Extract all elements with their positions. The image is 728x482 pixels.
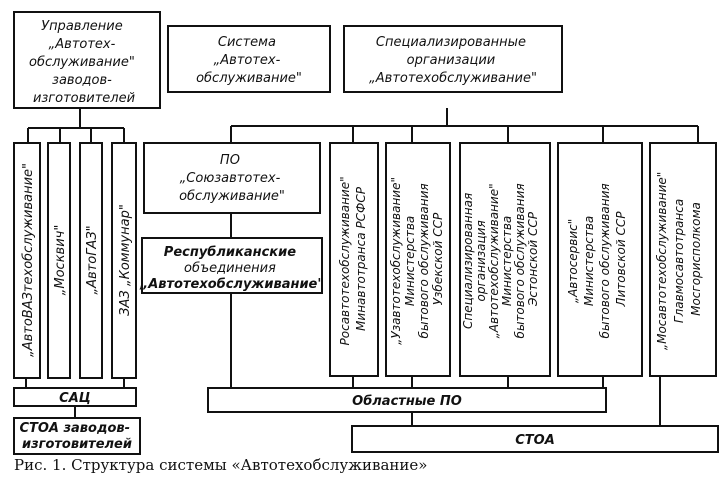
eston-line-4: Министерства [500, 216, 514, 306]
spec-line-2: организации [407, 53, 496, 68]
sistema-line-2: „Автотех- [214, 53, 281, 68]
box-moskvich: „Москвич" [47, 142, 71, 379]
eston-line-1: Специализированная [461, 193, 475, 329]
po-soyuz-line-2: „Союзавтотех- [180, 171, 281, 186]
respub-line-3: „Автотехобслуживание" [139, 277, 324, 292]
figure-caption: Рис. 1. Структура системы «Автотехобслуж… [14, 456, 428, 474]
upravlenie-line-4: заводов- [52, 73, 112, 88]
upravlenie-line-1: Управление [41, 19, 123, 34]
box-stoa-zavodov: СТОА заводов- изготовителей [13, 417, 141, 455]
svg-text:Специализированная орган: Специализированная организация „Автотехо… [461, 180, 540, 339]
eston-line-6: Эстонской ССР [526, 211, 540, 307]
box-specializirovannye: Специализированные организации „Автотехо… [343, 25, 563, 93]
rosavto-line-1: Росавтотехобслуживание" [338, 176, 352, 345]
connectors [25, 108, 699, 426]
avtogaz-label: „АвтоГАЗ" [85, 225, 100, 294]
mosavto-line-1: „Мосавтотехобслуживание" [655, 172, 669, 350]
respub-line-1: Республиканские [164, 245, 296, 260]
avtoservis-line-4: Литовской ССР [614, 211, 628, 308]
box-sac: САЦ [13, 387, 137, 407]
avtoservis-line-3: бытового обслуживания [598, 183, 612, 338]
upravlenie-line-5: изготовителей [33, 91, 135, 106]
po-soyuz-line-1: ПО [220, 153, 240, 168]
uzavto-line-2: Министерства [403, 216, 417, 306]
upravlenie-line-3: обслуживание" [29, 55, 135, 70]
mosavto-line-2: Главмосавтотранса [672, 199, 686, 323]
sistema-line-1: Система [218, 35, 276, 50]
avtovaz-label: „АвтоВАЗтехобслуживание" [21, 163, 36, 357]
eston-line-5: бытового обслуживания [513, 183, 527, 338]
uzavto-line-1: „Узавтотехобслуживание" [389, 177, 403, 345]
box-avtogaz: „АвтоГАЗ" [79, 142, 103, 379]
svg-text:„Автосервис" Министерств: „Автосервис" Министерства бытового обслу… [566, 180, 628, 339]
svg-text:СТОА заводов- изготовит: СТОА заводов- изготовителей [19, 421, 134, 452]
svg-text:„Мосавтотехобслуживание": „Мосавтотехобслуживание" Главмосавтотран… [655, 168, 703, 350]
svg-text:Управление „Автотех-: Управление „Автотех- обслуживание" завод… [29, 19, 139, 106]
eston-line-3: „Автотехобслуживание" [487, 183, 501, 338]
sac-label: САЦ [59, 391, 91, 406]
po-soyuz-line-3: обслуживание" [179, 189, 285, 204]
box-po-soyuz: ПО „Союзавтотех- обслуживание" [143, 142, 321, 214]
stoa-zav-line-2: изготовителей [22, 437, 132, 452]
respub-line-2: объединения [184, 261, 276, 276]
box-upravlenie: Управление „Автотех- обслуживание" завод… [13, 11, 161, 109]
box-zaz: ЗАЗ „Коммунар" [111, 142, 137, 379]
box-sistema: Система „Автотех- обслуживание" [167, 25, 331, 93]
eston-line-2: организация [474, 220, 488, 301]
svg-text:ПО „Союзавтотех- о: ПО „Союзавтотех- обслуживание" [179, 153, 285, 204]
spec-line-3: „Автотехобслуживание" [369, 71, 537, 86]
svg-text:Специализированные орган: Специализированные организации „Автотехо… [369, 35, 537, 86]
spec-line-1: Специализированные [376, 35, 526, 50]
avtoservis-line-1: „Автосервис" [566, 219, 580, 303]
svg-text:Система „Автотех-: Система „Автотех- обслуживание" [196, 35, 302, 86]
stoa-zav-line-1: СТОА заводов- [19, 421, 130, 436]
box-mosavto: „Мосавтотехобслуживание" Главмосавтотран… [649, 142, 717, 377]
sistema-line-3: обслуживание" [196, 71, 302, 86]
box-rosavto: Росавтотехобслуживание" Минавтотранса РС… [329, 142, 379, 377]
uzavto-line-3: бытового обслуживания [417, 183, 431, 338]
mosavto-line-3: Мосгорисполкома [689, 202, 703, 316]
svg-text:Республиканские объедине: Республиканские объединения „Автотехобсл… [139, 245, 324, 292]
box-eston: Специализированная организация „Автотехо… [459, 142, 551, 377]
box-respublikanskie: Республиканские объединения „Автотехобсл… [139, 237, 324, 294]
svg-text:Росавтотехобслуживание": Росавтотехобслуживание" Минавтотранса РС… [338, 173, 368, 346]
stoa-label: СТОА [515, 433, 555, 448]
box-avtoservis: „Автосервис" Министерства бытового обслу… [557, 142, 643, 377]
box-avtovaz: „АвтоВАЗтехобслуживание" [13, 142, 41, 379]
box-oblastnye-po: Областные ПО [207, 387, 607, 413]
svg-text:„Узавтотехобслуживание": „Узавтотехобслуживание" Министерства быт… [389, 173, 445, 345]
zaz-label: ЗАЗ „Коммунар" [118, 204, 133, 316]
oblast-label: Областные ПО [352, 394, 462, 409]
uzavto-line-4: Узбекской ССР [431, 212, 445, 305]
box-stoa: СТОА [351, 425, 719, 453]
rosavto-line-2: Минавтотранса РСФСР [354, 186, 368, 331]
moskvich-label: „Москвич" [53, 225, 68, 296]
avtoservis-line-2: Министерства [582, 216, 596, 306]
box-uzavto: „Узавтотехобслуживание" Министерства быт… [385, 142, 451, 377]
upravlenie-line-2: „Автотех- [49, 37, 116, 52]
